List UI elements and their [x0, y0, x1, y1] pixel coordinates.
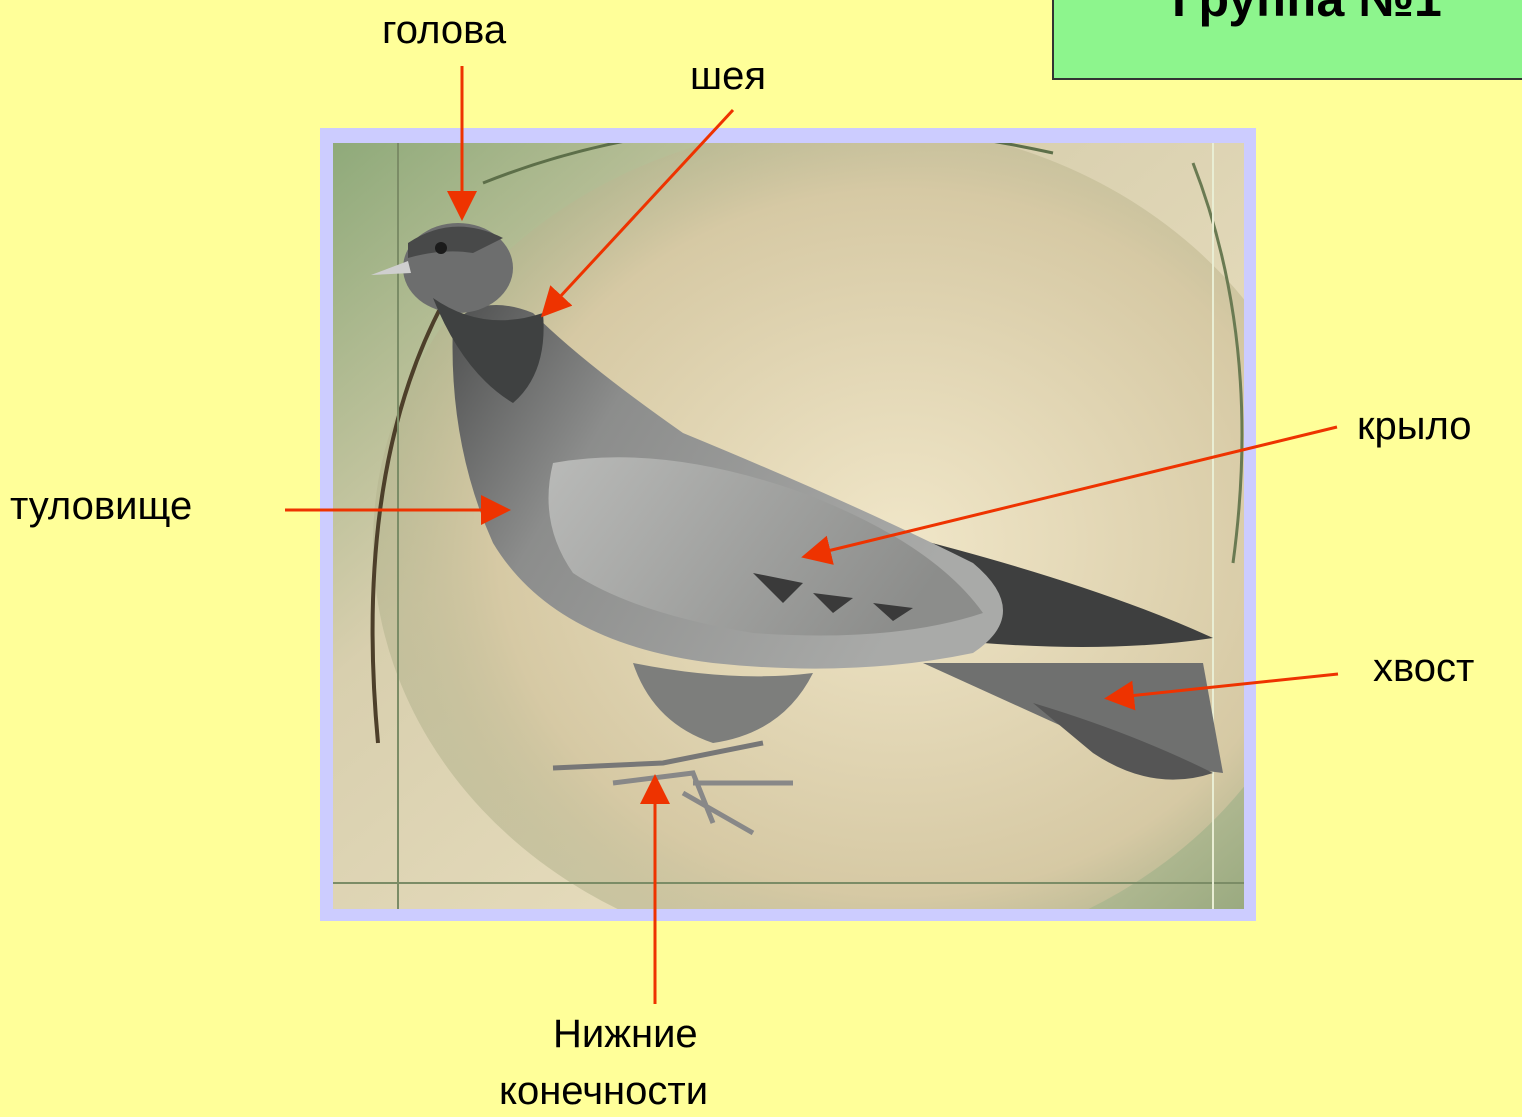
- label-body: туловище: [10, 484, 193, 528]
- label-neck: шея: [690, 54, 766, 98]
- label-tail: хвост: [1373, 646, 1475, 690]
- pigeon-photo: [333, 143, 1244, 909]
- arrow-neck: [540, 108, 735, 318]
- title-box: Группа №1: [1052, 0, 1522, 80]
- arrow-wing: [801, 425, 1338, 565]
- pigeon-illustration: [333, 143, 1244, 909]
- label-wing: крыло: [1357, 404, 1472, 448]
- label-head: голова: [382, 8, 507, 52]
- arrow-tail: [1104, 672, 1339, 711]
- label-legs-line1: Нижние: [553, 1012, 698, 1056]
- slide-title: Группа №1: [1172, 0, 1442, 28]
- label-legs-line2: конечности: [499, 1069, 709, 1113]
